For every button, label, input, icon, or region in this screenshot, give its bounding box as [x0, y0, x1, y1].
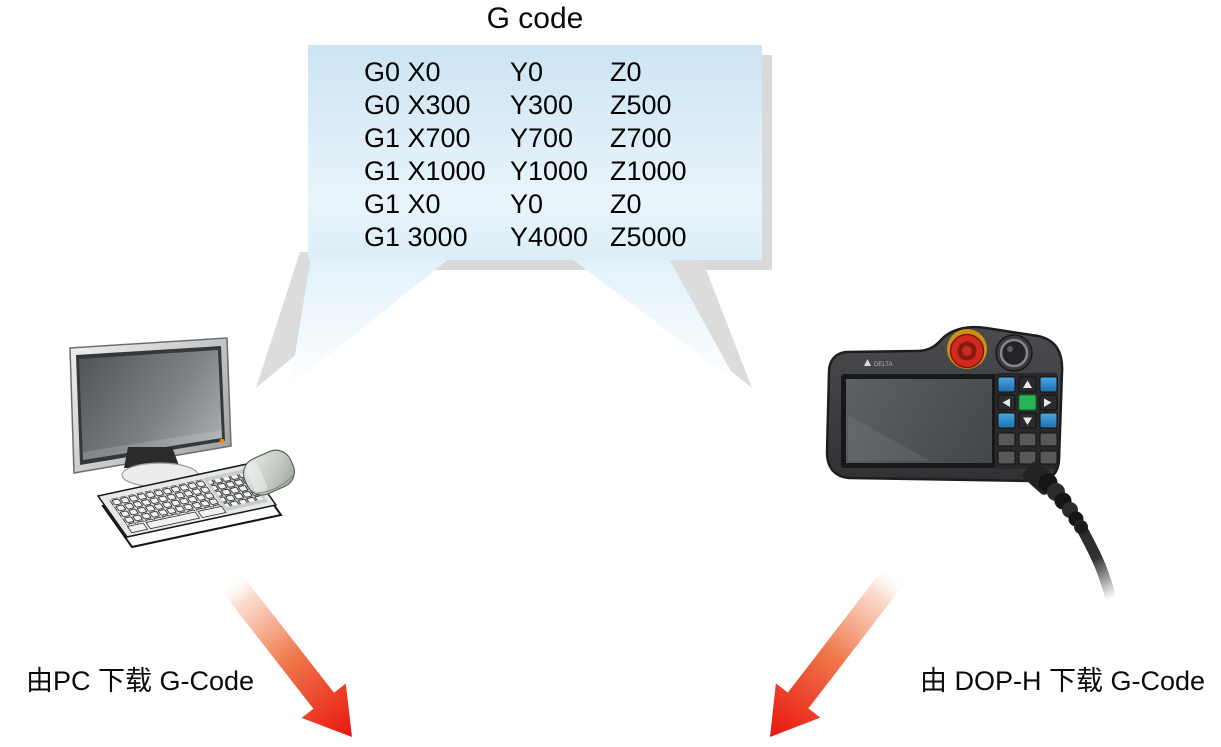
- pendant-screen: [841, 374, 997, 468]
- gcode-cell: G1 X0: [364, 189, 441, 219]
- gcode-cell: G1 X700: [364, 123, 471, 153]
- screen-sheen: [83, 430, 222, 460]
- left-download-arrow: [217, 570, 352, 737]
- gcode-cell: G0 X300: [364, 90, 471, 120]
- up-arrow-key-icon: [1023, 380, 1032, 388]
- gcode-cell: Z700: [610, 123, 672, 153]
- bubble-tail-left: [256, 250, 460, 388]
- gcode-cell: Z500: [610, 90, 672, 120]
- mouse: [242, 449, 295, 496]
- caption-download-from-pc: 由PC 下载 G-Code: [26, 666, 255, 696]
- spacebar: [145, 511, 201, 530]
- dop-h-teach-pendant-illustration: DELTA: [825, 325, 1116, 601]
- gcode-cell: G1 3000: [364, 222, 468, 252]
- keyboard: [96, 463, 283, 549]
- gcode-cell: Y700: [510, 123, 574, 153]
- bubble-tail-right: [560, 250, 752, 388]
- emergency-stop-button: [947, 329, 987, 369]
- power-led: [219, 438, 225, 444]
- svg-text:DELTA: DELTA: [874, 362, 892, 368]
- gcode-cell: Y0: [510, 57, 544, 87]
- pendant-keypad: [995, 373, 1058, 469]
- delta-logo: DELTA: [864, 359, 892, 368]
- gcode-cell: Z5000: [610, 222, 687, 252]
- down-arrow-key-icon: [1023, 417, 1032, 425]
- gcode-listing: G0 X0 Y0 Z0 G0 X300 Y300 Z500 G1 X700 Y7…: [308, 45, 762, 254]
- right-download-arrow: [770, 564, 908, 737]
- left-arrow-key-icon: [1002, 398, 1010, 407]
- monitor: [69, 337, 232, 488]
- gcode-cell: G0 X0: [364, 57, 441, 87]
- gcode-cell: Z0: [610, 57, 642, 87]
- gcode-cell: Y0: [510, 189, 544, 219]
- page-title: G code: [486, 2, 584, 35]
- gcode-cell: Y1000: [510, 156, 589, 186]
- selector-knob: [995, 334, 1033, 372]
- gcode-cell: Z0: [610, 189, 642, 219]
- pendant-cable: [1022, 461, 1116, 601]
- gcode-cell: Y4000: [510, 222, 589, 252]
- right-arrow-key-icon: [1044, 398, 1052, 407]
- desktop-pc-illustration: [69, 337, 295, 549]
- gcode-cell: G1 X1000: [364, 156, 486, 186]
- gcode-bubble: G0 X0 Y0 Z0 G0 X300 Y300 Z500 G1 X700 Y7…: [308, 45, 762, 260]
- caption-download-from-dop-h: 由 DOP-H 下载 G-Code: [919, 666, 1205, 696]
- gcode-cell: Z1000: [610, 156, 687, 186]
- gcode-cell: Y300: [510, 90, 574, 120]
